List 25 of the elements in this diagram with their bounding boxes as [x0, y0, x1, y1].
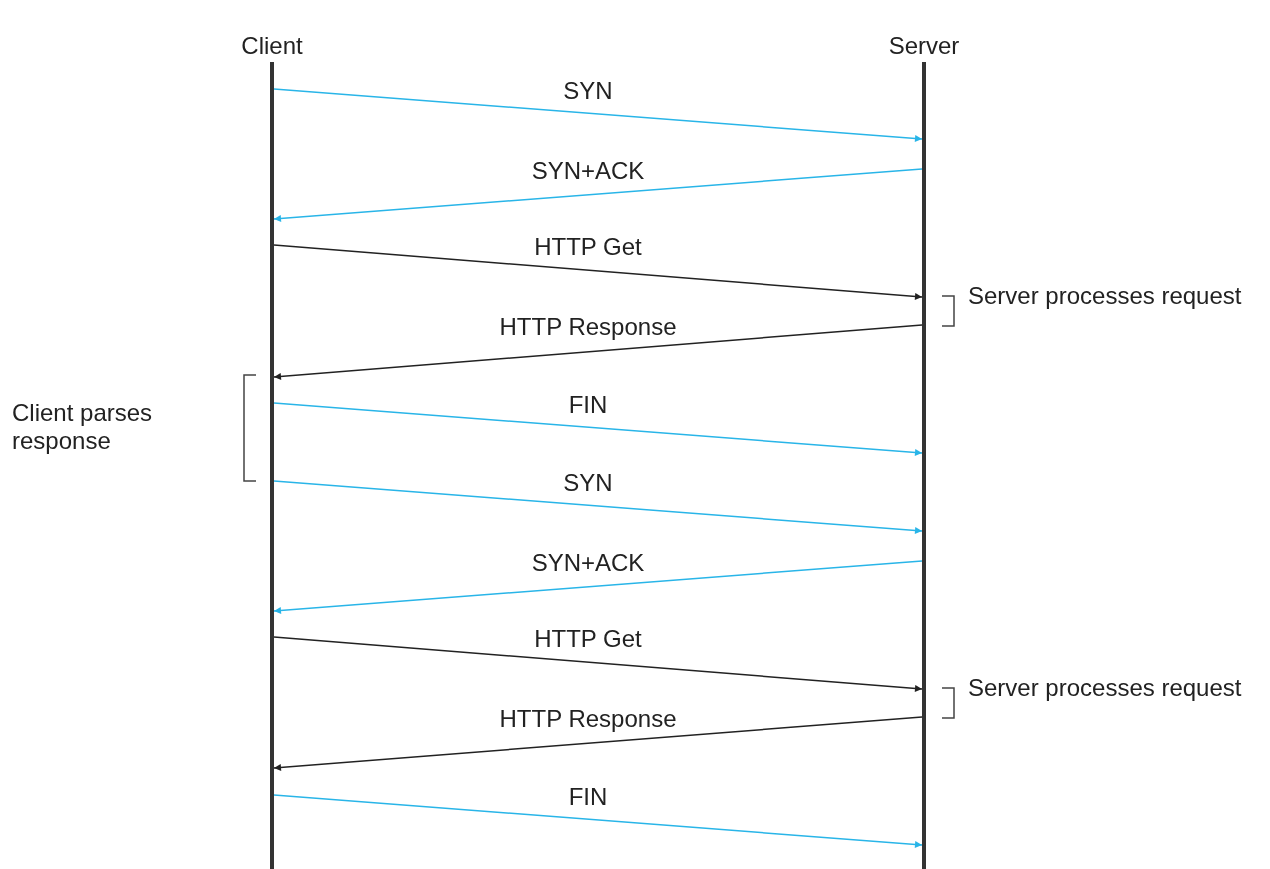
- message-arrow: [273, 480, 923, 534]
- message-arrow: [273, 402, 923, 456]
- lifeline-title: Client: [240, 32, 304, 60]
- edge-label: SYN: [563, 78, 613, 104]
- edge-label: HTTP Response: [499, 314, 677, 340]
- edge-label: SYN+ACK: [531, 158, 645, 184]
- message-arrow: [273, 168, 923, 222]
- message-arrow: [273, 244, 923, 300]
- message-arrow: [273, 716, 923, 771]
- edge-label: SYN: [563, 470, 613, 496]
- annotation: Server processes request: [968, 674, 1243, 702]
- message-arrow: [273, 324, 923, 380]
- message-arrow: [273, 636, 923, 692]
- message-arrow: [273, 88, 923, 142]
- annotation: Server processes request: [968, 282, 1243, 310]
- edge-label: HTTP Get: [534, 626, 642, 652]
- edge-label: HTTP Get: [534, 234, 642, 260]
- message-arrow: [273, 560, 923, 614]
- message-arrow: [273, 794, 923, 848]
- lifeline-title: Server: [887, 32, 961, 60]
- annotation: Client parses response: [12, 399, 154, 455]
- edge-label: FIN: [568, 392, 608, 418]
- edge-label: SYN+ACK: [531, 550, 645, 576]
- edge-label: HTTP Response: [499, 706, 677, 732]
- edge-label: FIN: [568, 784, 608, 810]
